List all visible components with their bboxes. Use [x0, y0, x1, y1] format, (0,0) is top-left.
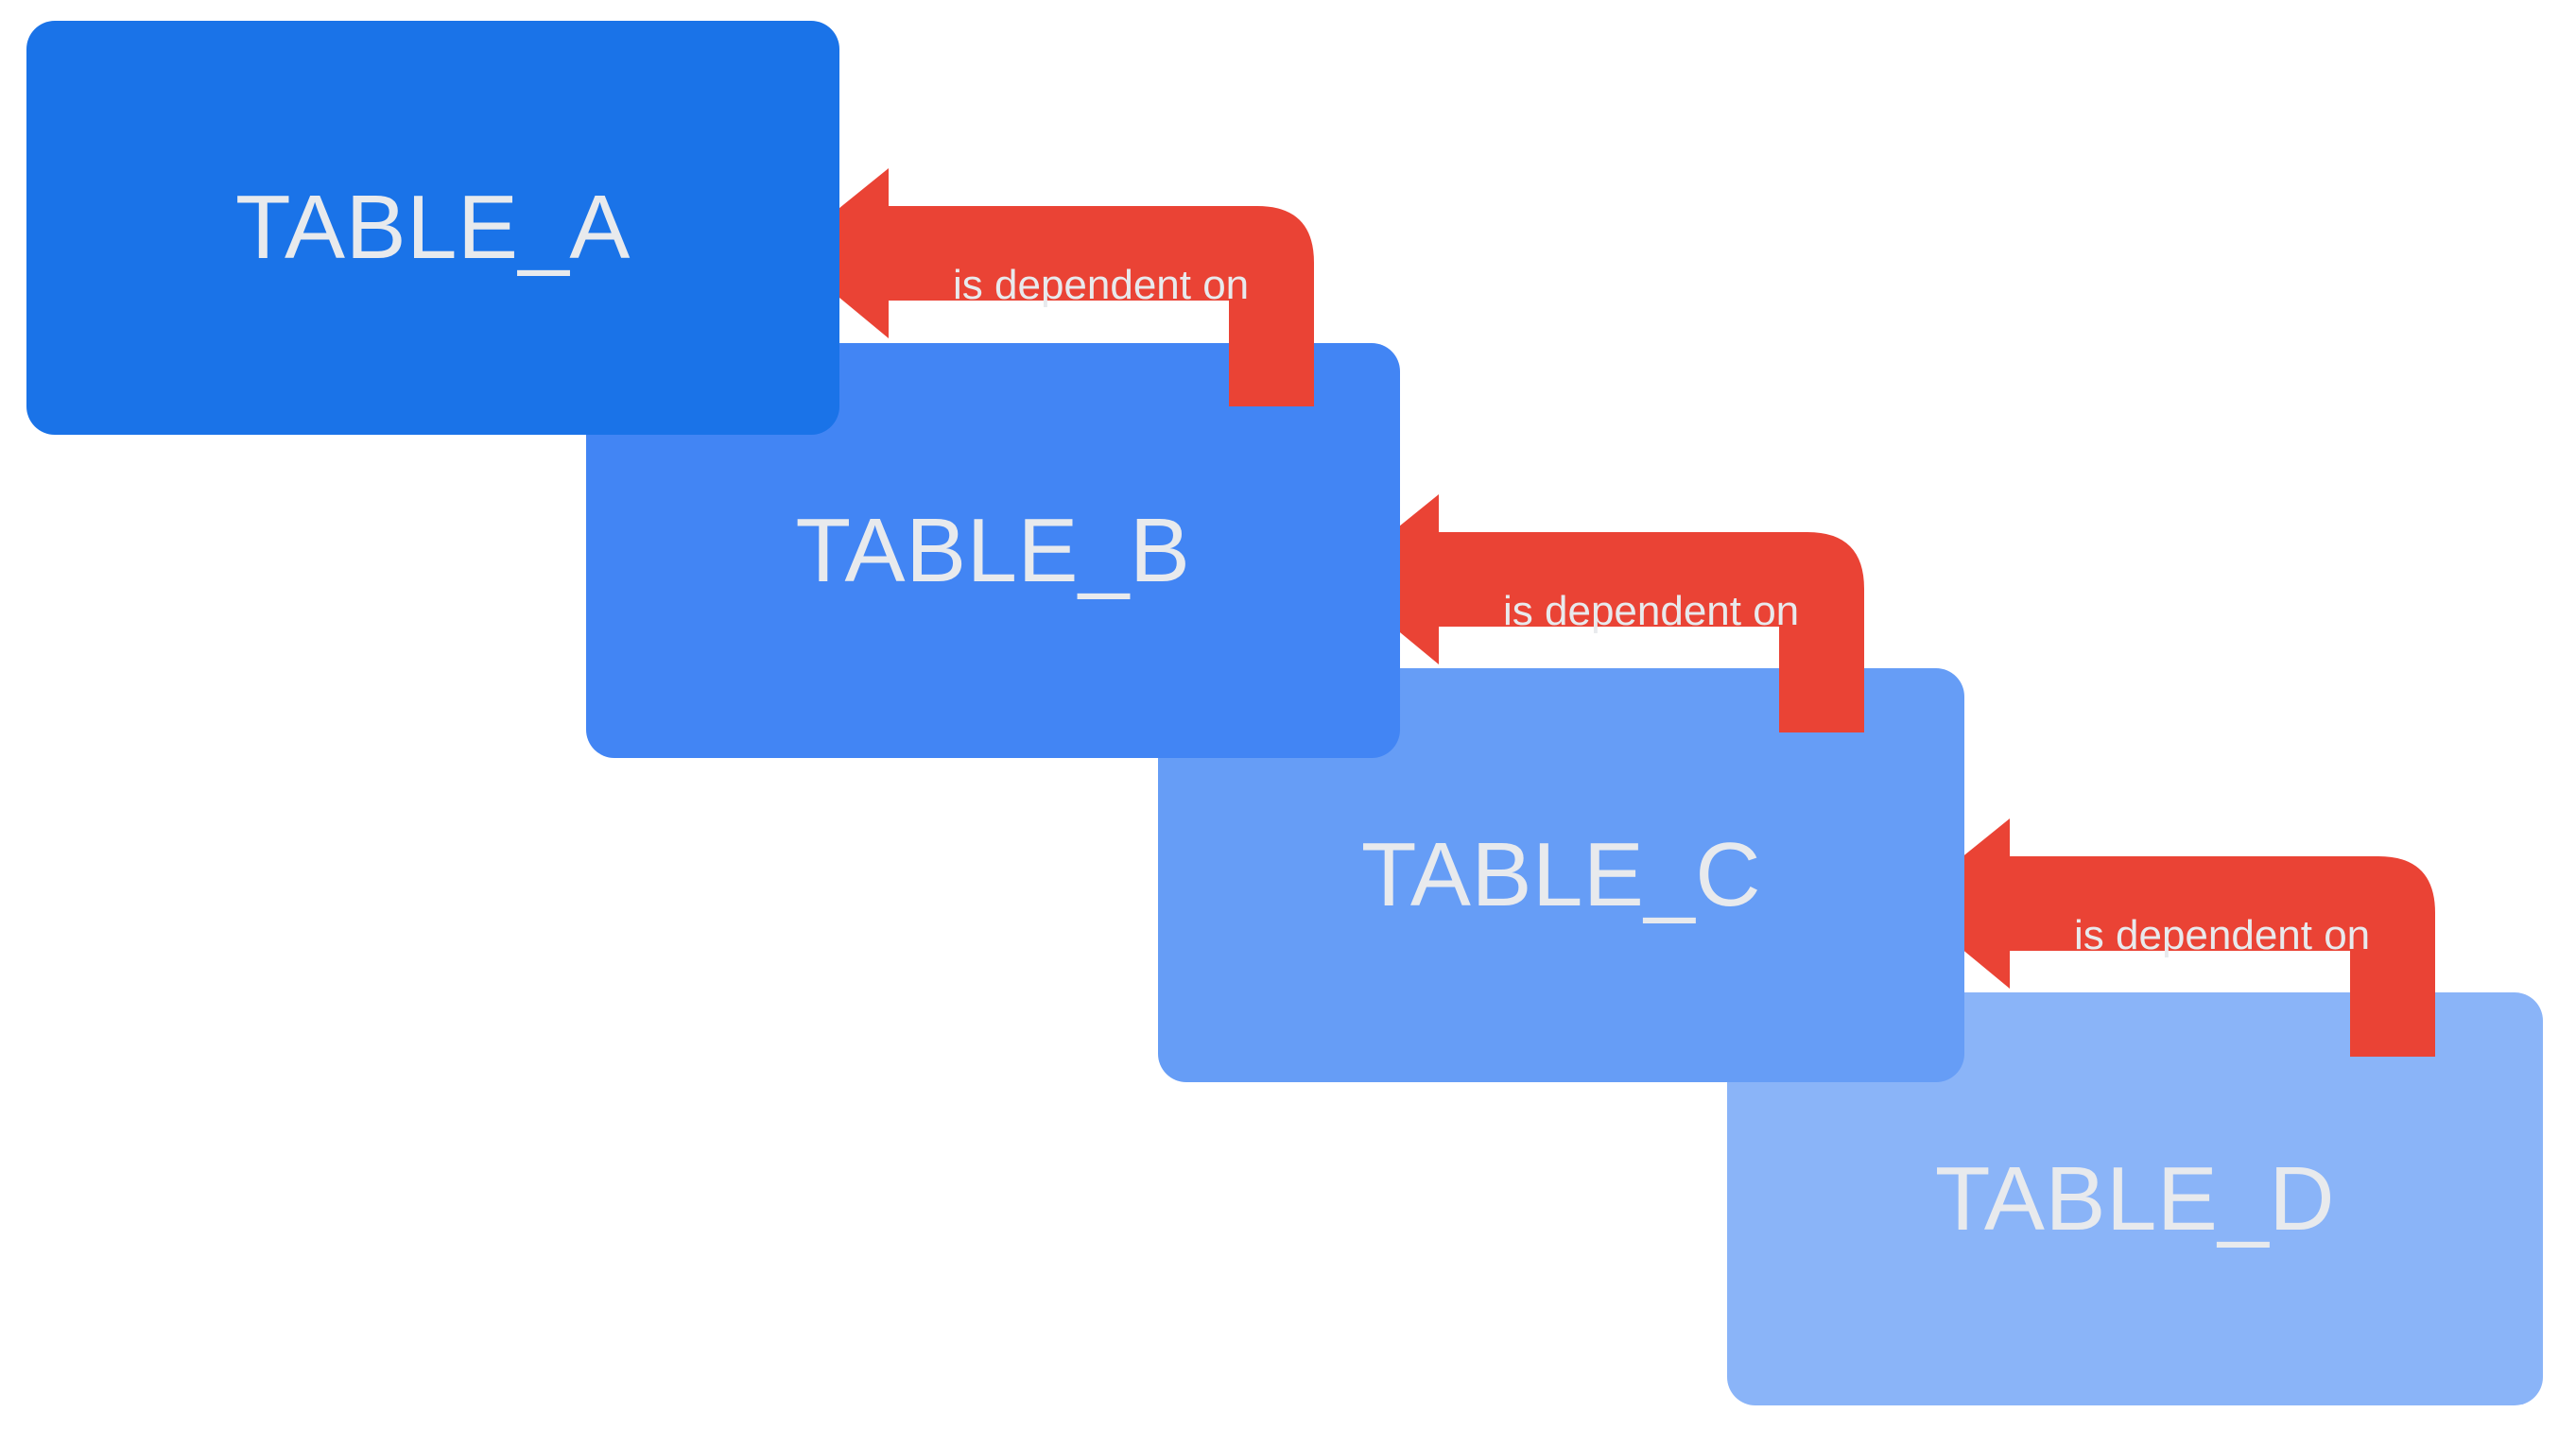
node-table-a[interactable]: TABLE_A: [26, 21, 839, 435]
connector-label-table-b-to-table-a: is dependent on: [953, 262, 1250, 308]
node-label-table-c: TABLE_C: [1360, 824, 1762, 925]
node-label-table-a: TABLE_A: [235, 177, 631, 278]
node-label-table-b: TABLE_B: [795, 499, 1191, 601]
connector-label-table-d-to-table-c: is dependent on: [2074, 912, 2371, 958]
node-table-c[interactable]: TABLE_C: [1158, 668, 1964, 1082]
node-label-table-d: TABLE_D: [1934, 1147, 2336, 1249]
connector-label-table-c-to-table-b: is dependent on: [1503, 588, 1800, 634]
